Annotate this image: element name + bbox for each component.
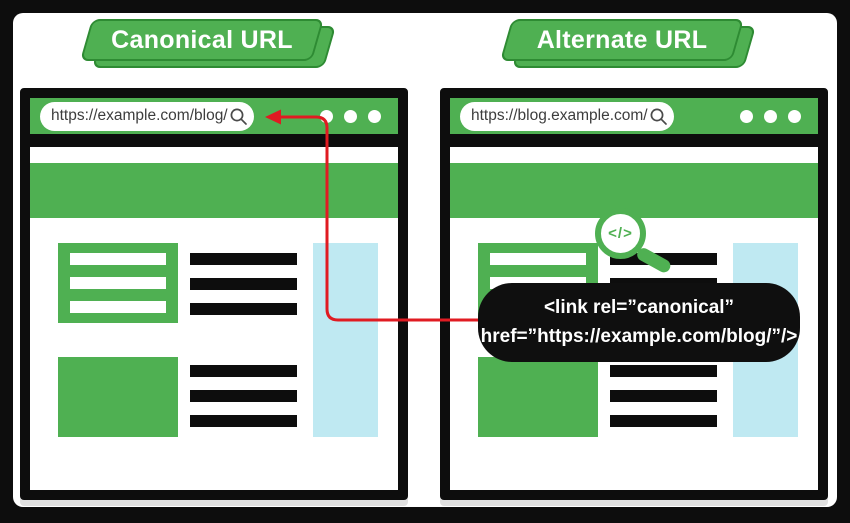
- text-line-placeholder: [190, 365, 297, 377]
- banner-alternate-label: Alternate URL: [536, 25, 708, 54]
- text-line-placeholder: [610, 390, 717, 402]
- article-card-placeholder: [58, 243, 178, 323]
- text-line-placeholder: [70, 277, 166, 289]
- toolbar-divider: [450, 134, 818, 147]
- text-line-placeholder: [190, 278, 297, 290]
- text-line-placeholder: [70, 253, 166, 265]
- menu-dot: [740, 109, 753, 123]
- menu-dot: [368, 109, 381, 123]
- code-line-2: href=”https://example.com/blog/”/>: [480, 325, 798, 347]
- text-line-placeholder: [610, 365, 717, 377]
- code-tag-icon: </>: [608, 225, 633, 242]
- browser-toolbar: https://blog.example.com/: [450, 98, 818, 134]
- spacer: [30, 218, 398, 243]
- address-bar: https://example.com/blog/: [40, 101, 254, 131]
- canonical-tag-code-bubble: <link rel=”canonical” href=”https://exam…: [478, 283, 800, 362]
- sidebar-placeholder: [313, 243, 378, 437]
- magnifier-handle: [634, 245, 673, 275]
- text-line-placeholder: [190, 415, 297, 427]
- text-line-placeholder: [70, 301, 166, 313]
- menu-dot: [320, 109, 333, 123]
- banner-canonical-label: Canonical URL: [111, 25, 293, 54]
- url-text-canonical: https://example.com/blog/: [51, 107, 228, 125]
- banner-canonical-url: Canonical URL: [79, 19, 340, 69]
- search-icon: [230, 108, 247, 125]
- browser-window-canonical: https://example.com/blog/: [20, 88, 408, 500]
- text-block-placeholder: [190, 365, 297, 427]
- text-line-placeholder: [190, 253, 297, 265]
- image-placeholder: [58, 357, 178, 437]
- spacer: [30, 147, 398, 163]
- page-content-placeholder: [30, 243, 398, 437]
- text-line-placeholder: [190, 303, 297, 315]
- image-placeholder: [478, 357, 598, 437]
- toolbar-divider: [30, 134, 398, 147]
- window-menu-dots: [320, 109, 381, 123]
- magnifier-lens: </>: [595, 208, 646, 259]
- spacer: [178, 243, 190, 437]
- text-block-placeholder: [190, 253, 297, 315]
- hero-banner-placeholder: [450, 163, 818, 218]
- text-line-placeholder: [490, 253, 586, 265]
- address-bar: https://blog.example.com/: [460, 101, 674, 131]
- code-inspect-magnifier-icon: </>: [595, 208, 685, 278]
- spacer: [297, 243, 313, 437]
- text-line-placeholder: [190, 390, 297, 402]
- menu-dot: [344, 109, 357, 123]
- search-icon: [650, 108, 667, 125]
- browser-window-alternate: https://blog.example.com/: [440, 88, 828, 500]
- spacer: [58, 323, 178, 357]
- code-line-1: <link rel=”canonical”: [543, 297, 735, 318]
- window-menu-dots: [740, 109, 801, 123]
- banner-alternate-url: Alternate URL: [499, 19, 760, 69]
- spacer: [450, 147, 818, 163]
- content-middle-column: [190, 243, 297, 437]
- menu-dot: [764, 109, 777, 123]
- hero-banner-placeholder: [30, 163, 398, 218]
- text-line-placeholder: [610, 415, 717, 427]
- content-left-column: [58, 243, 178, 437]
- text-block-placeholder: [610, 365, 717, 427]
- menu-dot: [788, 109, 801, 123]
- browser-toolbar: https://example.com/blog/: [30, 98, 398, 134]
- url-text-alternate: https://blog.example.com/: [471, 107, 648, 125]
